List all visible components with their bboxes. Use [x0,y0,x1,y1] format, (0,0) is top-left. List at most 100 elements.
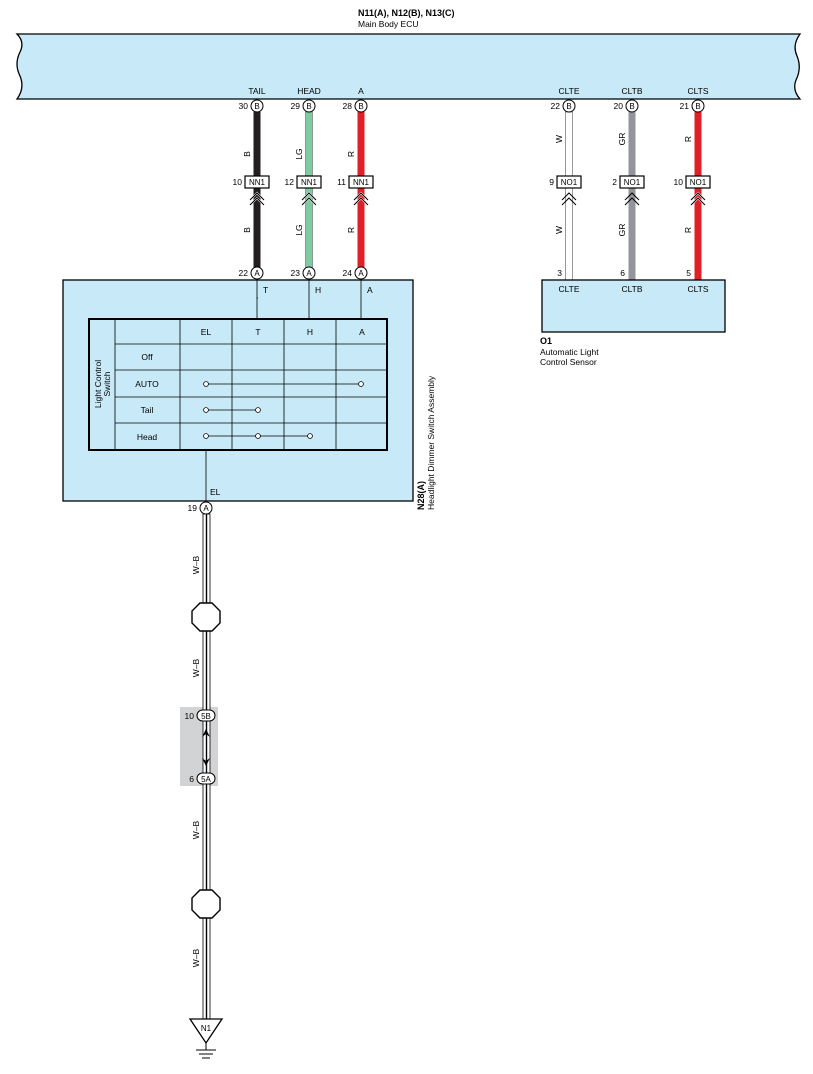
inline-connector-arrow [202,729,210,766]
svg-text:9: 9 [549,177,554,187]
svg-text:NO1: NO1 [561,178,578,187]
svg-text:A: A [203,504,209,513]
splice-point [191,889,221,919]
junction-connector: NO1 10 [674,175,711,206]
ecu-terminal-clte: CLTE [558,86,579,96]
continuity-tail [203,407,261,413]
svg-text:A: A [358,269,364,278]
table-title: Light Control [93,360,103,408]
svg-text:5B: 5B [201,712,211,721]
switch-pin-connector: A 22 [239,266,264,280]
svg-text:20: 20 [614,101,624,111]
wire-color-label: W–B [191,658,201,677]
inline-connector-top: 5B 10 [185,709,216,722]
wire-color-label: W–B [191,820,201,839]
svg-text:NN1: NN1 [353,178,370,187]
svg-text:B: B [358,102,363,111]
switch-pin-connector: A 24 [343,266,368,280]
ecu-terminal-head: HEAD [297,86,321,96]
wire-color-label: W–B [191,555,201,574]
wire-color-label: R [346,151,356,157]
svg-text:30: 30 [239,101,249,111]
svg-text:A: A [306,269,312,278]
ecu-box [15,33,802,100]
wire-color-label: R [683,227,693,233]
svg-text:22: 22 [551,101,561,111]
sensor-name: Automatic Light [540,347,599,357]
switch-terminal-t: T [263,285,268,295]
sensor-box [541,279,726,333]
row-label-tail: Tail [141,405,154,415]
ecu-pin-connector: B 30 [239,99,264,113]
svg-text:NO1: NO1 [690,178,707,187]
ecu-pin-connector: B 28 [343,99,368,113]
light-control-switch-table [88,318,388,451]
svg-text:B: B [306,102,311,111]
ecu-title: N11(A), N12(B), N13(C) [358,8,455,18]
junction-connector: NN1 11 [337,175,374,206]
svg-text:B: B [254,102,259,111]
svg-text:11: 11 [337,177,346,187]
wire-a [357,112,365,269]
svg-text:10: 10 [233,177,243,187]
svg-text:N1: N1 [201,1024,212,1033]
svg-text:A: A [254,269,260,278]
svg-text:22: 22 [239,268,249,278]
sensor-terminal-clte: CLTE [558,284,579,294]
svg-text:NO1: NO1 [624,178,641,187]
svg-text:2: 2 [612,177,617,187]
svg-text:10: 10 [185,711,195,721]
row-label-off: Off [141,352,153,362]
row-label-head: Head [137,432,158,442]
wire-color-label: LG [294,148,304,159]
junction-connector: NN1 10 [233,175,270,206]
ecu-terminal-tail: TAIL [248,86,266,96]
svg-text:29: 29 [291,101,301,111]
wire-color-label: W [554,135,564,143]
svg-text:B: B [566,102,571,111]
ecu-pin-connector: B 29 [291,99,316,113]
svg-text:B: B [629,102,634,111]
switch-assembly-id: N28(A) [416,481,426,510]
switch-terminal-a: A [367,285,373,295]
row-label-auto: AUTO [135,379,159,389]
column-header-a: A [359,327,365,337]
switch-assembly-box [62,279,414,502]
sensor-name: Control Sensor [540,357,597,367]
continuity-head [203,433,313,439]
svg-text:5A: 5A [201,775,211,784]
ground-icon: N1 [188,1018,224,1059]
svg-text:10: 10 [674,177,684,187]
svg-text:NN1: NN1 [249,178,266,187]
el-pin-connector: A 19 [188,501,213,515]
sensor-pin: 5 [686,268,691,278]
wire-cltb [628,112,636,280]
svg-text:B: B [695,102,700,111]
wire-color-label: LG [294,224,304,235]
junction-connector: NO1 9 [549,175,582,206]
column-header-h: H [307,327,313,337]
ecu-pin-connector: B 22 [551,99,576,113]
ecu-pin-connector: B 21 [680,99,705,113]
wire-head [305,111,313,270]
switch-terminal-h: H [315,285,321,295]
ecu-terminal-cltb: CLTB [621,86,642,96]
wire-color-label: W [554,226,564,234]
svg-text:28: 28 [343,101,353,111]
wire-color-label: R [346,227,356,233]
svg-text:NN1: NN1 [301,178,318,187]
wire-color-label: B [242,151,252,157]
column-header-t: T [255,327,260,337]
ecu-terminal-a: A [358,86,364,96]
wire-color-label: GR [617,133,627,146]
wire-wb [202,513,211,1020]
column-header-el: EL [201,327,212,337]
continuity-auto [203,381,364,387]
inline-connector-bottom: 5A 6 [189,772,216,785]
ecu-pin-connector: B 20 [614,99,639,113]
sensor-pin: 3 [557,268,562,278]
el-terminal-label: EL [210,487,221,497]
svg-text:6: 6 [189,774,194,784]
wire-clts [694,112,702,280]
